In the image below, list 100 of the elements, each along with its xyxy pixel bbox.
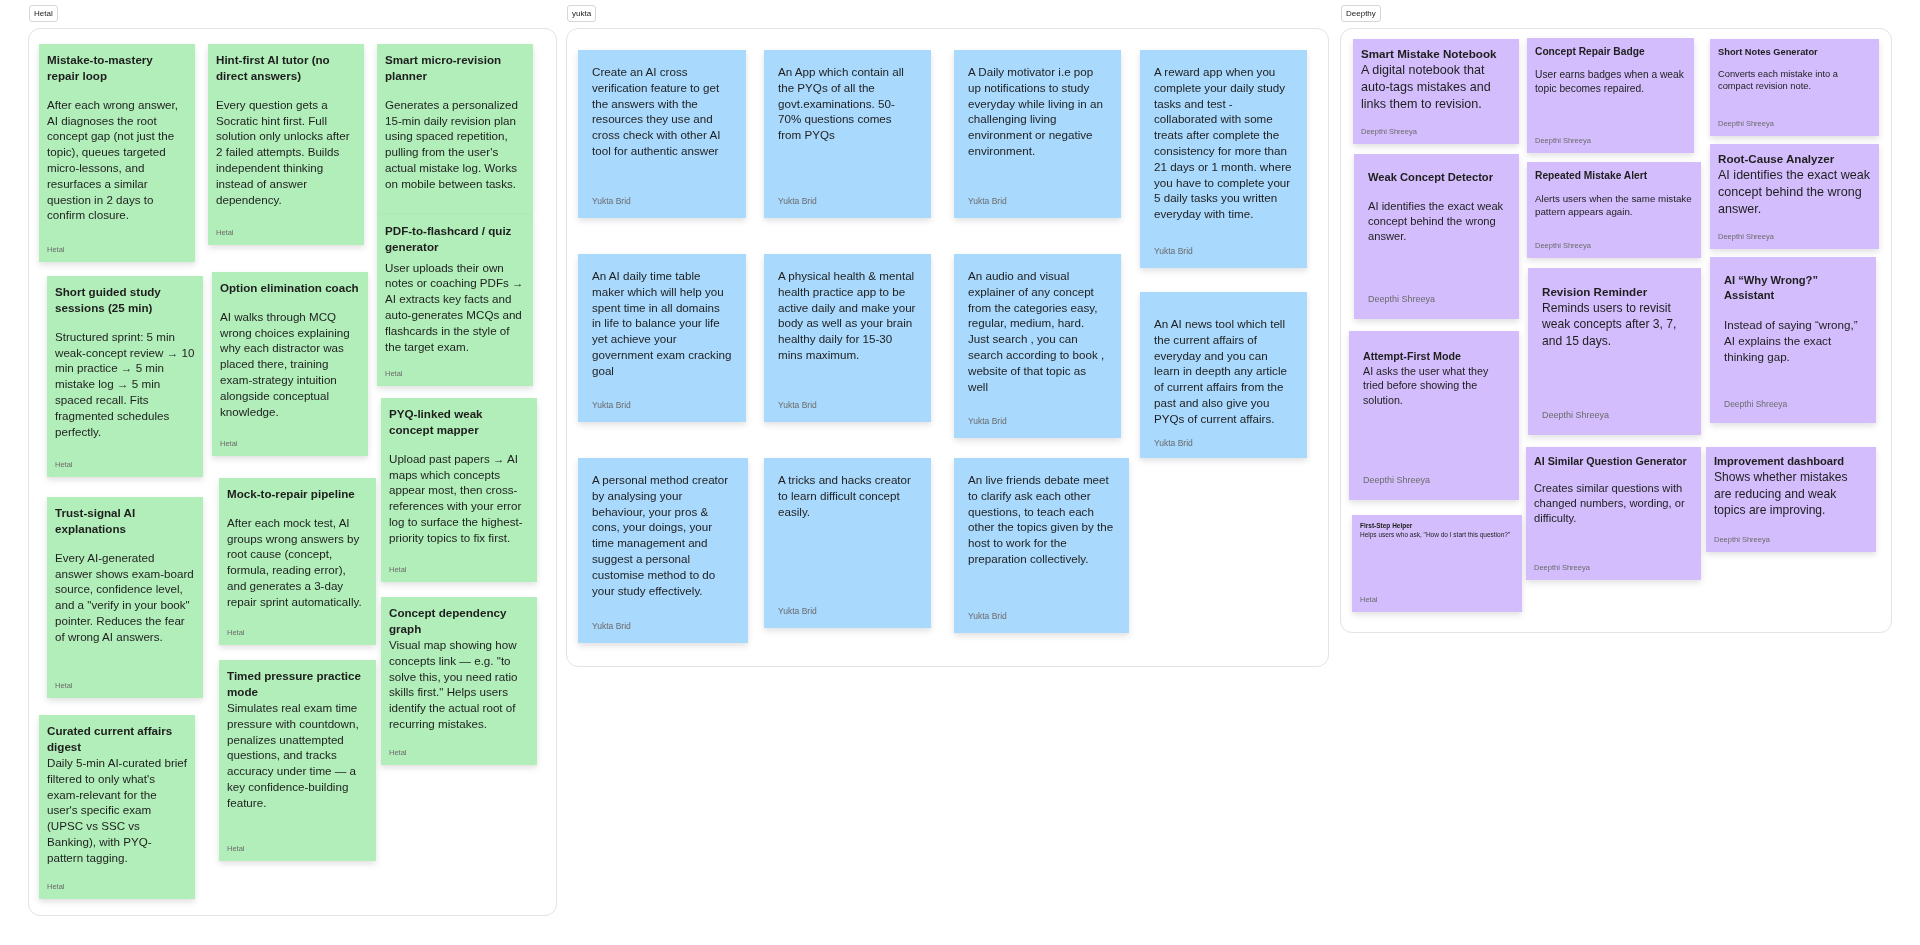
sticky-note [1528, 268, 1701, 435]
author-name: Yukta Brid [592, 398, 632, 410]
sticky-note [764, 50, 931, 218]
note-text: A physical health & mental health practice app to be active daily and make your body as well as your brain healthy daily for 15-30 mins maximum. [778, 268, 917, 363]
author-name: Deepthi Shreeya [1542, 409, 1611, 421]
sticky-note [219, 478, 376, 645]
author-name: Yukta Brid [778, 194, 818, 206]
frame-label: Deepthy [1341, 5, 1381, 22]
note-text: Simulates real exam time pressure with countdown, penalizes unattempted questions, and tracks accuracy under time — a key confidence-building feature. [227, 700, 360, 811]
frame-label: Hetal [29, 5, 58, 22]
note-title: Trust-signal AI explanations [55, 505, 137, 538]
author-name: Yukta Brid [968, 194, 1008, 206]
author-name: Deepthi Shreeya [1363, 474, 1432, 486]
author-name: Deepthi Shreeya [1368, 293, 1437, 305]
sticky-note [1706, 447, 1876, 552]
note-title: Mistake-to-mastery repair loop [47, 52, 154, 85]
note-text: Converts each mistake into a compact revision note. [1718, 67, 1839, 94]
note-text: Every question gets a Socratic hint first. Full solution only unlocks after 2 failed attempts. Builds independent thinking instead of answer dependency. [216, 96, 351, 208]
sticky-note [578, 50, 746, 218]
note-title: Option elimination coach [220, 280, 360, 296]
sticky-note [1710, 257, 1876, 423]
author-name: Yukta Brid [968, 414, 1008, 426]
sticky-note [219, 660, 376, 861]
sticky-note [1710, 39, 1879, 136]
sticky-note [954, 254, 1121, 438]
sticky-note [578, 254, 746, 422]
note-text: Daily 5-min AI-curated brief filtered to only what's exam-relevant for the user's specific exam (UPSC vs SSC vs Banking), with PYQ-pattern tagging. [47, 755, 187, 866]
note-title: PDF-to-flashcard / quiz generator [385, 223, 513, 256]
note-text: Upload past papers → AI maps which concepts appear most, then cross-references with your error log to surface the highest-priority topics to fix first. [389, 450, 524, 546]
note-text: AI identifies the exact weak concept behind the wrong answer. [1718, 167, 1871, 219]
note-title: Weak Concept Detector [1368, 170, 1495, 185]
author-name: Yukta Brid [1154, 244, 1194, 256]
author-name: Yukta Brid [592, 194, 632, 206]
sticky-note [47, 497, 203, 698]
note-text: Every AI-generated answer shows exam-board source, confidence level, and a "verify in your book" pointer. Reduces the fear of wrong AI answers. [55, 549, 195, 645]
note-title: Timed pressure practice mode [227, 668, 362, 701]
sticky-note [47, 276, 203, 477]
author-name: Deepthi Shreeya [1724, 397, 1789, 409]
sticky-note [1354, 154, 1519, 319]
sticky-note [1140, 50, 1307, 268]
author-name: Yukta Brid [968, 609, 1008, 621]
note-title: Smart Mistake Notebook [1361, 46, 1498, 62]
sticky-note [381, 597, 537, 765]
note-title: Concept Repair Badge [1535, 45, 1646, 59]
note-text: AI identifies the exact weak concept behind the wrong answer. [1368, 198, 1505, 245]
sticky-note [1526, 447, 1701, 580]
sticky-note [1527, 38, 1694, 153]
note-text: Visual map showing how concepts link — e.g. "to solve this, you need ratio skills first." Helps users identify the actual root of recurring mistakes. [389, 637, 519, 732]
note-text: User earns badges when a weak topic becomes repaired. [1535, 68, 1685, 96]
note-title: Root-Cause Analyzer [1718, 151, 1836, 167]
note-title: PYQ-linked weak concept mapper [389, 406, 484, 439]
note-text: An live friends debate meet to clarify ask each other questions, to teach each other the topics given by the host to work for the preparation collectively. [968, 472, 1115, 567]
sticky-note [208, 44, 364, 245]
note-text: AI asks the user what they tried before showing the solution. [1363, 363, 1490, 408]
sticky-note [954, 50, 1121, 218]
note-text: Reminds users to revisit weak concepts after 3, 7, and 15 days. [1542, 300, 1678, 350]
note-title: AI Similar Question Generator [1534, 454, 1688, 469]
sticky-note [1349, 331, 1519, 500]
note-title: Curated current affairs digest [47, 723, 174, 756]
note-title: Mock-to-repair pipeline [227, 486, 356, 502]
note-text: Structured sprint: 5 min weak-concept review → 10 min practice → 5 min mistake log → 5 min spaced recall. Fits fragmented schedules perfectly. [55, 328, 195, 440]
note-text: Instead of saying “wrong,” AI explains the exact thinking gap. [1724, 317, 1859, 365]
note-text: Shows whether mistakes are reducing and weak topics are improving. [1714, 469, 1849, 519]
note-title: Short guided study sessions (25 min) [55, 284, 162, 317]
sticky-note [764, 254, 931, 422]
note-title: Revision Reminder [1542, 284, 1649, 300]
sticky-note [1527, 162, 1701, 258]
sticky-note [1352, 515, 1522, 612]
sticky-note [381, 398, 537, 582]
note-title: Concept dependency graph [389, 605, 508, 638]
note-title: Smart micro-revision planner [385, 52, 503, 85]
note-text: An audio and visual explainer of any concept from the categories easy, regular, medium, hard. Just search , you can search according to book , website of that topic as well [968, 268, 1106, 395]
sticky-note [764, 458, 931, 628]
sticky-note [39, 715, 195, 899]
sticky-note [1140, 292, 1307, 458]
note-text: Generates a personalized 15-min daily revision plan using spaced repetition, pulling from the user's actual mistake log. Works on mobile between tasks. [385, 96, 519, 192]
note-text: A personal method creator by analysing your behaviour, your pros & cons, your doings, your time management and suggest a personal customise method to do your study effectively. [592, 472, 730, 599]
note-title: Attempt-First Mode [1363, 349, 1462, 364]
note-text: Creates similar questions with changed numbers, wording, or difficulty. [1534, 480, 1686, 527]
note-text: After each wrong answer, AI diagnoses the root concept gap (not just the topic), queues targeted micro-lessons, and resurfaces a similar question in 2 days to confirm closure. [47, 96, 179, 224]
sticky-note [954, 458, 1129, 633]
sticky-note [377, 44, 533, 215]
note-title: AI “Why Wrong?” Assistant [1724, 273, 1819, 304]
author-name: Yukta Brid [592, 619, 632, 631]
note-text: An AI daily time table maker which will help you spent time in all domains in life to balance your life yet achieve your government exam cracking goal [592, 268, 732, 379]
note-text: A digital notebook that auto-tags mistakes and links them to revision. [1361, 62, 1492, 114]
sticky-note [1353, 39, 1519, 144]
author-name: Yukta Brid [778, 604, 818, 616]
sticky-note [377, 215, 533, 386]
note-text: A Daily motivator i.e pop up notifications to study everyday while living in an challenging living environment or negative environment. [968, 64, 1104, 159]
note-text: User uploads their own notes or coaching PDFs → AI extracts key facts and auto-generates MCQs and flashcards in the style of the target exam. [385, 259, 525, 355]
sticky-note [578, 458, 748, 643]
note-text: A tricks and hacks creator to learn difficult concept easily. [778, 472, 912, 520]
note-title: Hint-first AI tutor (no direct answers) [216, 52, 331, 85]
note-text: An App which contain all the PYQs of all the govt.examinations. 50-70% questions comes from PYQs [778, 64, 905, 143]
sticky-note [1710, 144, 1879, 249]
note-text: Create an AI cross verification feature to get the answers with the resources they use and cross check with other AI tool for authentic answer [592, 64, 722, 159]
note-text: A reward app when you complete your daily study tasks and test - collaborated with some treats after complete the consistency for more than 21 days or 1 month. where you have to complete your 5 daily tasks you written everyday with time. [1154, 64, 1293, 222]
author-name: Yukta Brid [1154, 436, 1194, 448]
note-text: An AI news tool which tell the current affairs of everyday and you can learn in deepth any article of current affairs from the past and also give you PYQs of current affairs. [1154, 316, 1288, 427]
